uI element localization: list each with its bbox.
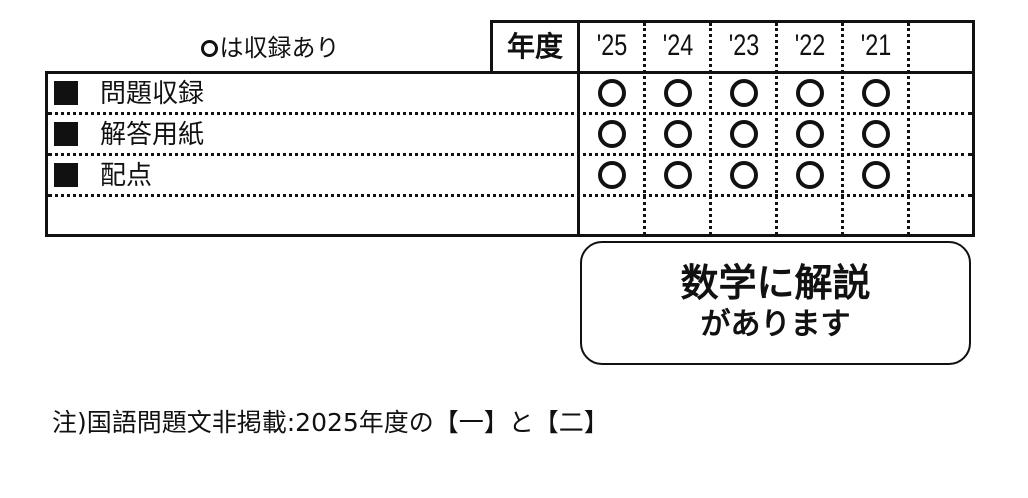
circle-mark-icon	[862, 161, 890, 189]
circle-mark-icon	[598, 161, 626, 189]
circle-mark-icon	[862, 79, 890, 107]
legend-text: は収録あり	[219, 34, 340, 62]
circle-mark-icon	[598, 120, 626, 148]
legend: は収録あり	[150, 28, 390, 68]
year-2025: '25	[596, 29, 628, 62]
label-column-divider	[577, 20, 580, 237]
column-divider	[907, 23, 910, 235]
year-label: 年度	[490, 20, 580, 74]
circle-mark-icon	[664, 161, 692, 189]
circle-mark-icon	[862, 120, 890, 148]
row-label-questions: 問題収録	[54, 73, 204, 113]
column-divider	[775, 23, 778, 235]
note-line-2: があります	[700, 307, 851, 342]
circle-mark-icon	[730, 79, 758, 107]
row-divider	[48, 153, 972, 156]
circle-mark-icon	[796, 120, 824, 148]
year-2022: '22	[794, 29, 826, 62]
footnote: 注)国語問題文非掲載:2025年度の【一】と【二】	[52, 408, 609, 437]
explanation-note-box: 数学に解説 があります	[580, 241, 971, 365]
year-2021: '21	[860, 29, 892, 62]
year-2024: '24	[662, 29, 694, 62]
circle-mark-icon	[200, 40, 218, 57]
year-header-row	[578, 20, 975, 74]
circle-mark-icon	[730, 120, 758, 148]
row-label-answer-sheet: 解答用紙	[54, 114, 204, 154]
column-divider	[709, 23, 712, 235]
column-divider	[841, 23, 844, 235]
row-divider	[48, 112, 972, 115]
year-2023: '23	[728, 29, 760, 62]
circle-mark-icon	[796, 161, 824, 189]
column-divider	[643, 23, 646, 235]
circle-mark-icon	[598, 79, 626, 107]
square-bullet-icon	[54, 81, 78, 105]
note-line-1: 数学に解説	[680, 261, 871, 305]
row-label-points: 配点	[54, 155, 152, 195]
circle-mark-icon	[664, 79, 692, 107]
circle-mark-icon	[664, 120, 692, 148]
square-bullet-icon	[54, 122, 78, 146]
circle-mark-icon	[796, 79, 824, 107]
square-bullet-icon	[54, 163, 78, 187]
circle-mark-icon	[730, 161, 758, 189]
row-divider	[48, 194, 972, 197]
